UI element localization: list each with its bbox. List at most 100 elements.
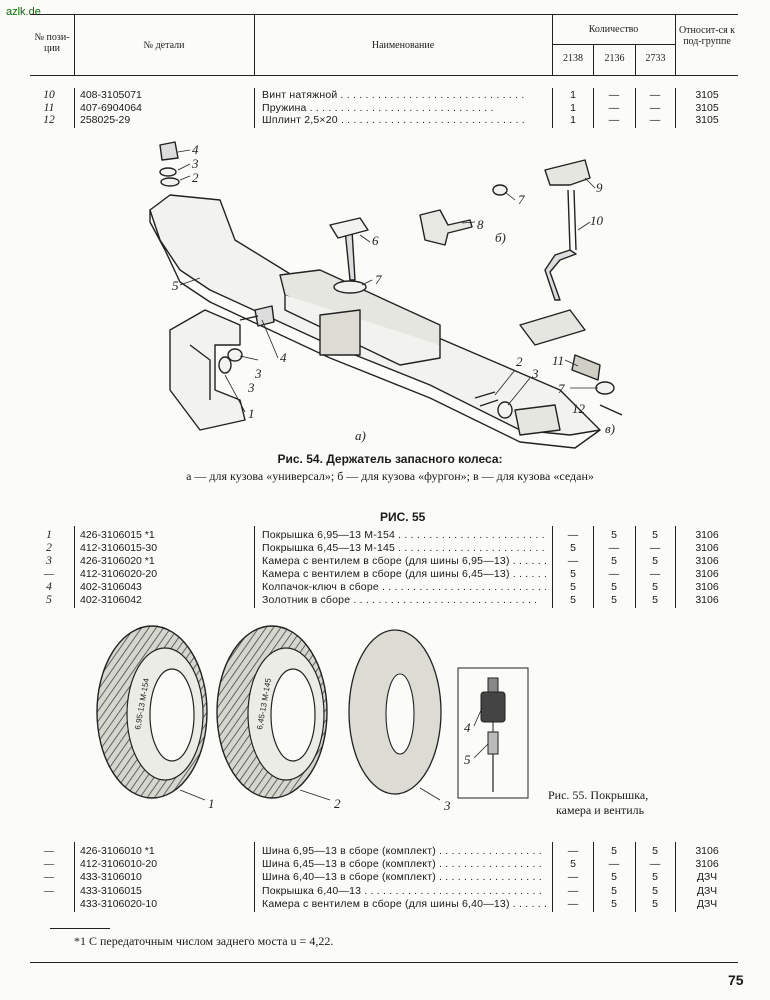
table-cell-q2: — (608, 114, 620, 126)
table-cell-group: 3106 (695, 581, 719, 593)
figure-55-section-title: РИС. 55 (380, 510, 426, 524)
table-cell-part: 412-3106015-30 (80, 542, 158, 554)
table-cell-part: 402-3106042 (80, 594, 142, 606)
table-cell-q1: 5 (570, 594, 576, 606)
table-cell-group: 3106 (695, 542, 719, 554)
figure-55-caption-line-2: камера и вентиль (556, 803, 645, 817)
table-cell-q3: — (649, 858, 661, 871)
table-cell-q3: 5 (652, 555, 658, 567)
table-cell-q2: 5 (611, 897, 617, 910)
col-header-group: Относит-ся к под-группе (678, 25, 736, 47)
page-number: 75 (728, 972, 744, 988)
table-cell-q3: 5 (652, 581, 658, 593)
callout-label: 10 (590, 213, 604, 228)
table-cell-pos: 5 (46, 594, 52, 606)
callout-label: 2 (334, 796, 341, 811)
table-cell-pos: — (43, 871, 55, 884)
table-cell-part: 402-3106043 (80, 581, 142, 593)
callout-label: 2 (516, 354, 523, 369)
callout-label: 12 (572, 401, 586, 416)
table-cell-q2: — (608, 89, 620, 101)
col-header-model: 2138 (563, 53, 583, 64)
figure-54-caption-subtitle: а — для кузова «универсал»; б — для кузо… (186, 469, 594, 483)
table-cell-group: 3106 (695, 555, 719, 567)
callout-label: 3 (191, 156, 199, 171)
table-cell-pos: 3 (46, 555, 52, 567)
table-cell-name: Шина 6,95—13 в сборе (комплект) . . . . … (262, 845, 546, 857)
table-cell-q3: 5 (652, 884, 658, 897)
table-cell-q2: 5 (611, 845, 617, 857)
table-cell-q2: — (608, 542, 620, 554)
table-cell-part: 426-3106010 *1 (80, 845, 155, 857)
table-cell-q2: — (608, 858, 620, 871)
table-cell-q1: — (567, 529, 579, 541)
col-header-name: Наименование (371, 40, 435, 51)
table-cell-group: 3105 (695, 101, 719, 114)
table-cell-q2: — (608, 101, 620, 114)
table-cell-group: 3106 (695, 529, 719, 541)
table-cell-name: Пружина . . . . . . . . . . . . . . . . … (262, 101, 494, 114)
callout-label: 11 (552, 353, 564, 368)
callout-label: 3 (254, 366, 262, 381)
table-cell-group: 3106 (695, 568, 719, 580)
table-cell-name: Покрышка 6,45—13 М-145 . . . . . . . . .… (262, 542, 546, 554)
table-cell-name: Камера с вентилем в сборе (для шины 6,40… (262, 897, 546, 910)
table-cell-group: 3106 (695, 594, 719, 606)
table-cell-q3: 5 (652, 871, 658, 884)
table-cell-q2: 5 (611, 884, 617, 897)
table-cell-part: 433-3106010 (80, 871, 142, 884)
col-header-quantity: Количество (588, 24, 639, 35)
table-cell-part: 408-3105071 (80, 89, 142, 101)
table-cell-name: Покрышка 6,40—13 . . . . . . . . . . . .… (262, 884, 546, 897)
table-cell-part: 412-3106020-20 (80, 568, 158, 580)
figure-55-tire-tube-valve: 6,95-13 М-154 6,45-13 М-145 1 2 3 4 5 (96, 625, 529, 813)
table-cell-pos: 2 (46, 542, 52, 554)
col-header-model: 2733 (645, 53, 666, 64)
site-watermark: azlk.de (6, 6, 41, 18)
callout-label: 4 (464, 720, 471, 735)
table-cell-q1: 1 (570, 101, 576, 114)
table-cell-q3: 5 (652, 594, 658, 606)
figure-54-caption-title: Рис. 54. Держатель запасного колеса: (277, 452, 503, 466)
callout-label: 3 (247, 380, 255, 395)
footnote: *1 С передаточным числом заднего моста u… (74, 934, 334, 948)
figure-55-caption-line-1: Рис. 55. Покрышка, (548, 788, 649, 802)
qty-subheader-border (552, 44, 675, 45)
table-cell-pos: 10 (43, 89, 55, 101)
table-cell-q1: — (567, 871, 579, 884)
callout-label: 3 (443, 798, 451, 813)
table-cell-group: 3105 (695, 89, 719, 101)
table-cell-part: 426-3106020 *1 (80, 555, 155, 567)
table-cell-name: Камера с вентилем в сборе (для шины 6,95… (262, 555, 546, 567)
col-divider (552, 14, 553, 75)
col-header-model: 2136 (604, 53, 625, 64)
table-cell-part: 258025-29 (80, 114, 131, 126)
table-cell-q3: — (649, 89, 661, 101)
callout-label: 7 (518, 192, 525, 207)
table-cell-part: 407-6904064 (80, 101, 142, 114)
table-cell-name: Камера с вентилем в сборе (для шины 6,45… (262, 568, 546, 580)
table-cell-q1: — (567, 884, 579, 897)
table-cell-name: Шина 6,40—13 в сборе (комплект) . . . . … (262, 871, 546, 884)
table-cell-q3: — (649, 542, 661, 554)
table-cell-group: 3106 (695, 858, 719, 871)
header-bottom-border (30, 75, 738, 76)
col-divider (254, 14, 255, 75)
table-top-border (30, 14, 738, 15)
figure-sub-label-a: а) (355, 428, 366, 443)
table-cell-q2: — (608, 568, 620, 580)
table-cell-q3: 5 (652, 845, 658, 857)
callout-label: 8 (477, 217, 484, 232)
table-cell-pos: 4 (46, 581, 52, 593)
col-header-position: № пози-ции (34, 32, 70, 54)
table-cell-q1: 1 (570, 89, 576, 101)
table-cell-group: ДЗЧ (696, 871, 718, 884)
table-cell-name: Колпачок-ключ в сборе . . . . . . . . . … (262, 581, 546, 593)
callout-label: 1 (248, 406, 255, 421)
table-cell-q1: 5 (570, 542, 576, 554)
table-cell-q1: — (567, 845, 579, 857)
table-cell-q3: 5 (652, 529, 658, 541)
table-cell-q1: 5 (570, 568, 576, 580)
callout-label: 7 (558, 381, 565, 396)
table-cell-group: ДЗЧ (696, 884, 718, 897)
